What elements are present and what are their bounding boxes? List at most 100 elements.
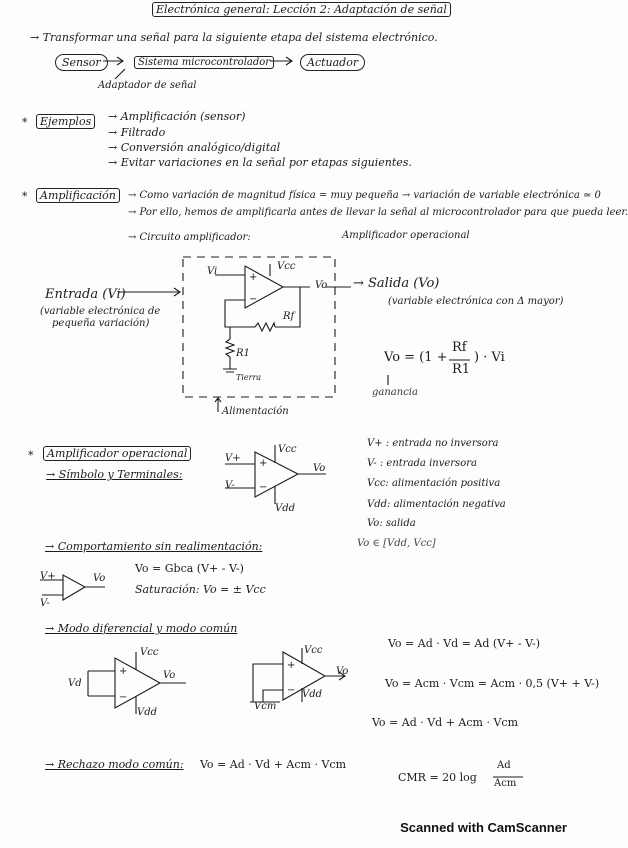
alimentacion-arrow bbox=[214, 397, 222, 412]
diff-plus-sign: + bbox=[119, 666, 127, 677]
cm-vcc: Vcc bbox=[304, 645, 323, 656]
sensor-box: Sensor bbox=[55, 54, 108, 71]
intro-line: → Transformar una señal para la siguient… bbox=[30, 31, 438, 44]
circuit-vi: Vi bbox=[207, 266, 218, 277]
cm-vdd: Vdd bbox=[302, 689, 323, 700]
sym-vo: Vo bbox=[313, 463, 326, 474]
saturacion-formula: Saturación: Vo = ± Vcc bbox=[135, 583, 266, 596]
adaptador-pointer bbox=[114, 68, 126, 80]
circuit-r1: R1 bbox=[236, 348, 250, 359]
ejemplos-star: * bbox=[22, 116, 28, 129]
opamp-note: Amplificador operacional bbox=[342, 230, 470, 241]
ejemplos-label: Ejemplos bbox=[36, 114, 96, 129]
modo-formula-1: Vo = Ad · Vd = Ad (V+ - V-) bbox=[388, 637, 541, 650]
ejemplo-item-4: → Evitar variaciones en la señal por eta… bbox=[108, 156, 412, 169]
circuit-vo: Vo bbox=[315, 280, 328, 291]
comp-vo: Vo bbox=[93, 573, 106, 584]
circuit-feedback bbox=[224, 287, 301, 328]
symbol-minus-sign: − bbox=[259, 482, 267, 493]
cm-vcm: Vcm bbox=[254, 701, 277, 712]
comportamiento-title: → Comportamiento sin realimentación: bbox=[45, 540, 263, 553]
symbol-plus-sign: + bbox=[259, 458, 267, 469]
circuit-vcc: Vcc bbox=[277, 261, 296, 272]
circuit-tierra: Tierra bbox=[236, 373, 262, 382]
amplificacion-line-1: → Como variación de magnitud física = mu… bbox=[128, 190, 601, 201]
amplificacion-line-2: → Por ello, hemos de amplificarla antes … bbox=[128, 207, 628, 218]
opamp-star: * bbox=[28, 449, 34, 462]
cmr-den: Acm bbox=[494, 778, 517, 789]
ejemplo-item-2: → Filtrado bbox=[108, 126, 166, 139]
circuit-opamp-triangle bbox=[244, 265, 285, 309]
handwritten-drawings: + − + − + − + − bbox=[40, 56, 523, 778]
actuador-box: Actuador bbox=[300, 54, 366, 71]
salida-label: → Salida (Vo) bbox=[353, 276, 440, 291]
entrada-label: Entrada (Vi) bbox=[45, 287, 126, 302]
page-title: Electrónica general: Lección 2: Adaptaci… bbox=[152, 2, 451, 17]
opamp-section-label: Amplificador operacional bbox=[43, 446, 192, 461]
ganancia-label: ganancia bbox=[372, 387, 418, 398]
gain-formula-den: R1 bbox=[452, 362, 471, 377]
arrow-micro-actuador bbox=[270, 56, 293, 66]
comp-v1: V+ bbox=[40, 571, 56, 582]
amplificacion-star: * bbox=[22, 190, 28, 203]
ejemplo-item-3: → Conversión analógico/digital bbox=[108, 141, 281, 154]
cm-opamp-triangle bbox=[282, 651, 327, 701]
diff-vd-wires bbox=[87, 670, 115, 697]
def-vo: Vo: salida bbox=[367, 518, 416, 529]
diff-vcc: Vcc bbox=[140, 647, 159, 658]
diff-vd: Vd bbox=[68, 678, 82, 689]
sym-vminus: V- bbox=[225, 480, 235, 491]
alimentacion-label: Alimentación bbox=[222, 406, 289, 417]
scanner-watermark: Scanned with CamScanner bbox=[400, 820, 567, 835]
entrada-note-1: (variable electrónica de bbox=[40, 306, 161, 317]
cm-out-wire bbox=[325, 671, 346, 681]
circuit-r1-resistor bbox=[224, 338, 236, 358]
rechazo-formula: Vo = Ad · Vd + Acm · Vcm bbox=[200, 758, 346, 771]
circuit-rf-resistor bbox=[254, 321, 276, 333]
diff-minus-sign: − bbox=[119, 692, 127, 703]
circuit-minus-sign: − bbox=[249, 294, 257, 305]
arrow-sensor-micro bbox=[103, 56, 124, 66]
gain-formula-left: Vo = (1 + bbox=[384, 350, 448, 365]
comportamiento-formula: Vo = Gbca (V+ - V-) bbox=[135, 562, 244, 575]
cmr-left: CMR = 20 log bbox=[398, 771, 477, 784]
sym-vplus: V+ bbox=[225, 453, 241, 464]
cmr-num: Ad bbox=[497, 760, 511, 771]
modos-title: → Modo diferencial y modo común bbox=[45, 622, 238, 635]
def-vdd: Vdd: alimentación negativa bbox=[367, 499, 506, 510]
amplificacion-label: Amplificación bbox=[36, 188, 120, 203]
diff-vdd: Vdd bbox=[137, 707, 158, 718]
micro-box: Sistema microcontrolador bbox=[134, 56, 275, 69]
circuit-rf: Rf bbox=[283, 311, 295, 322]
sym-vdd: Vdd bbox=[275, 503, 296, 514]
entrada-note-2: pequeña variación) bbox=[52, 318, 150, 329]
diff-vo: Vo bbox=[163, 670, 176, 681]
modo-formula-3: Vo = Ad · Vd + Acm · Vcm bbox=[372, 716, 518, 729]
def-vplus: V+ : entrada no inversora bbox=[367, 438, 499, 449]
vo-range: Vo ∈ [Vdd, Vcc] bbox=[357, 538, 436, 549]
ejemplo-item-1: → Amplificación (sensor) bbox=[108, 110, 246, 123]
modo-formula-2: Vo = Acm · Vcm = Acm · 0,5 (V+ + V-) bbox=[385, 677, 600, 690]
circuit-ground bbox=[223, 357, 237, 373]
def-vminus: V- : entrada inversora bbox=[367, 458, 477, 469]
comp-v2: V- bbox=[40, 598, 50, 609]
comp-opamp-triangle bbox=[62, 574, 87, 601]
symbol-opamp-triangle bbox=[254, 451, 300, 498]
cm-input-wires bbox=[250, 663, 283, 703]
def-vcc: Vcc: alimentación positiva bbox=[367, 478, 501, 489]
sym-vcc: Vcc bbox=[278, 444, 297, 455]
circuit-boundary bbox=[182, 256, 336, 398]
cm-minus-sign: − bbox=[287, 685, 295, 696]
cm-vo: Vo bbox=[336, 666, 349, 677]
rechazo-title: → Rechazo modo común: bbox=[45, 758, 184, 771]
circuit-plus-sign: + bbox=[249, 272, 257, 283]
adaptador-label: Adaptador de señal bbox=[98, 80, 197, 91]
simbolo-title: → Símbolo y Terminales: bbox=[46, 468, 183, 481]
entrada-arrow bbox=[118, 287, 181, 297]
gain-formula-num: Rf bbox=[452, 340, 467, 355]
amplificacion-line-3: → Circuito amplificador: bbox=[128, 232, 251, 243]
salida-note: (variable electrónica con Δ mayor) bbox=[388, 296, 564, 307]
cm-plus-sign: + bbox=[287, 660, 295, 671]
gain-formula-right: ) · Vi bbox=[474, 350, 505, 365]
diff-opamp-triangle bbox=[114, 657, 162, 709]
